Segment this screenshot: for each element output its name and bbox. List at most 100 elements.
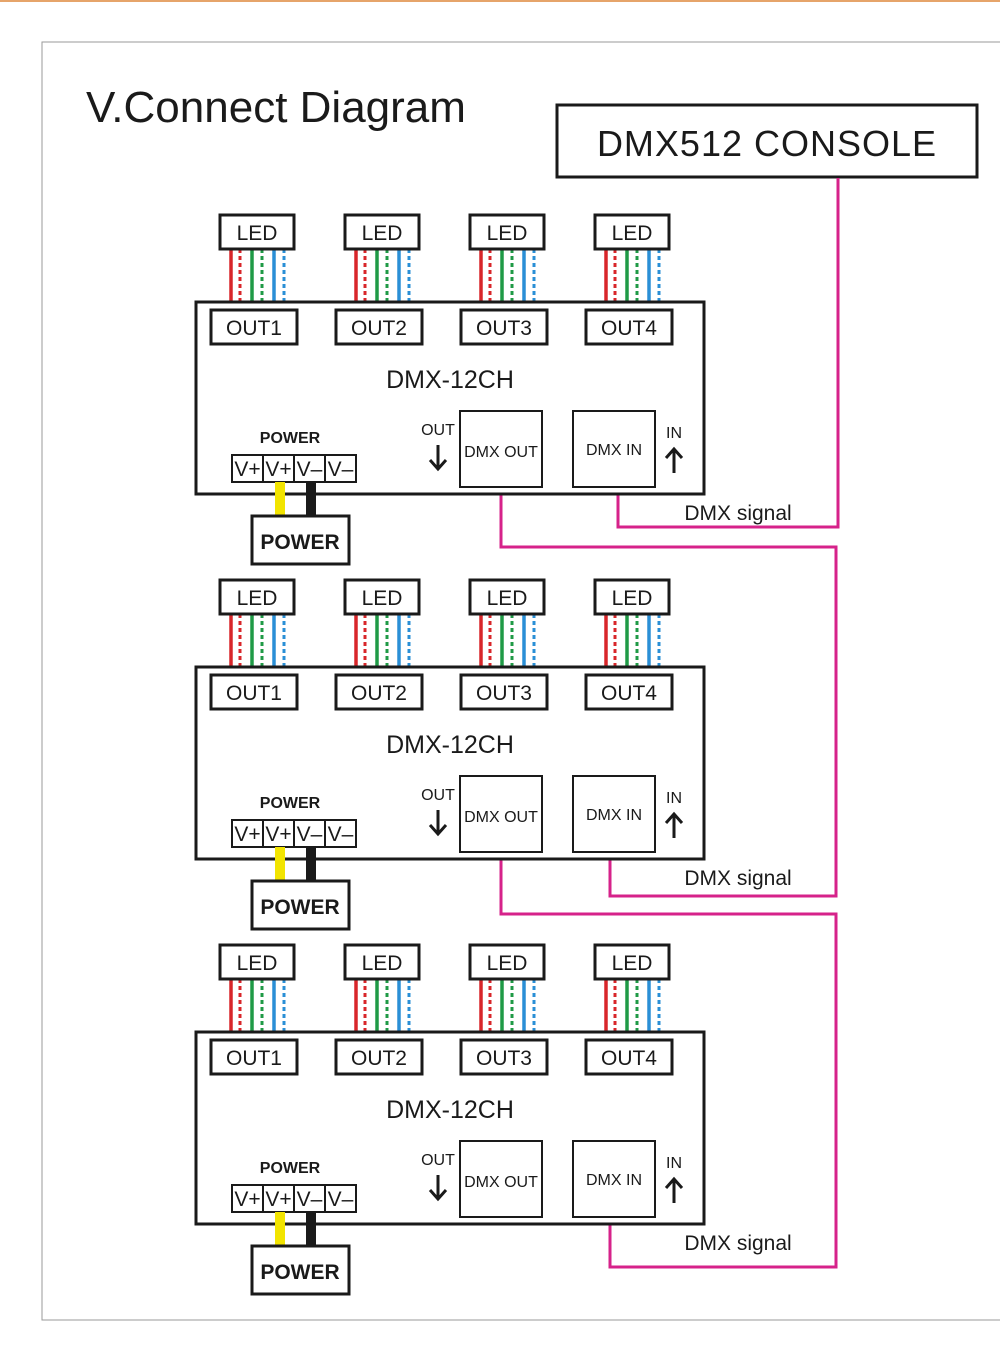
dmx-out-label: DMX OUT [464,809,538,826]
power-terminal-label: V– [328,823,354,846]
led-label: LED [487,952,528,975]
down-arrow-icon [428,1175,448,1202]
led-wires-1 [229,979,286,1040]
led-connector-3 [468,943,546,981]
led-wires-3 [479,979,536,1040]
in-arrow-label: IN [666,1155,682,1172]
power-terminal [231,819,264,848]
power-terminal-label: V+ [265,1188,291,1211]
dmx-in-port [572,775,656,853]
dmx-in-port [572,1140,656,1218]
power-terminal-label: V– [297,458,323,481]
led-wires-3 [479,249,536,310]
output-port-label: OUT2 [351,1047,407,1070]
led-label: LED [362,222,403,245]
power-supply-label: POWER [260,896,339,919]
power-terminal [262,1184,295,1213]
power-terminal [293,819,326,848]
led-connector-1 [218,943,296,981]
output-port-label: OUT4 [601,682,657,705]
top-edge-line [0,0,1000,2]
output-port-3 [459,308,549,346]
output-port-label: OUT3 [476,317,532,340]
power-header: POWER [260,1160,321,1177]
output-port-2 [334,673,424,711]
output-port-label: OUT1 [226,317,282,340]
output-port-1 [209,1038,299,1076]
power-terminal-label: V– [297,1188,323,1211]
output-port-3 [459,673,549,711]
console-to-unit1-wire [616,178,840,529]
dmx-console: DMX512 CONSOLE [555,103,979,179]
output-port-1 [209,308,299,346]
led-label: LED [612,587,653,610]
power-terminal [324,454,357,483]
power-terminal-label: V+ [265,458,291,481]
dmx-out-label: DMX OUT [464,1174,538,1191]
led-connector-2 [343,578,421,616]
output-port-label: OUT1 [226,1047,282,1070]
output-port-label: OUT1 [226,682,282,705]
power-terminal [293,1184,326,1213]
power-terminal [324,1184,357,1213]
power-supply-box [250,514,351,566]
output-port-label: OUT3 [476,1047,532,1070]
led-connector-4 [593,578,671,616]
power-header: POWER [260,795,321,812]
led-label: LED [612,952,653,975]
led-wires-4 [604,614,661,675]
dmx-out-port [459,410,543,488]
dmx-in-port [572,410,656,488]
down-arrow-icon [428,810,448,837]
led-connector-2 [343,213,421,251]
output-port-label: OUT3 [476,682,532,705]
output-port-label: OUT4 [601,317,657,340]
led-wires-4 [604,249,661,310]
dmx-in-label: DMX IN [586,807,642,824]
model-label: DMX-12CH [386,366,514,394]
power-lead-positive [275,847,285,881]
power-header: POWER [260,430,321,447]
model-label: DMX-12CH [386,1096,514,1124]
diagram-title: V.Connect Diagram [86,83,466,132]
led-wires-1 [229,249,286,310]
power-supply-label: POWER [260,1261,339,1284]
unit1-to-unit2-wire [499,487,838,898]
power-terminal [324,819,357,848]
dmx-in-label: DMX IN [586,442,642,459]
power-lead-positive [275,482,285,516]
led-label: LED [487,587,528,610]
power-terminal-label: V– [297,823,323,846]
output-port-4 [584,308,674,346]
output-port-label: OUT2 [351,682,407,705]
dmx-signal-label: DMX signal [684,1232,791,1255]
power-terminal-label: V+ [234,458,260,481]
up-arrow-icon [664,1176,684,1203]
led-label: LED [362,952,403,975]
unit2-to-unit3-wire [499,852,838,1269]
output-port-4 [584,1038,674,1076]
power-terminal-label: V+ [265,823,291,846]
power-terminal [231,454,264,483]
led-connector-2 [343,943,421,981]
dmx-out-port [459,1140,543,1218]
led-label: LED [362,587,403,610]
power-terminal-label: V+ [234,823,260,846]
output-port-label: OUT4 [601,1047,657,1070]
up-arrow-icon [664,446,684,473]
output-port-3 [459,1038,549,1076]
led-label: LED [237,222,278,245]
output-port-4 [584,673,674,711]
led-connector-1 [218,213,296,251]
led-connector-4 [593,943,671,981]
console-label: DMX512 CONSOLE [597,123,937,164]
power-terminal-label: V– [328,458,354,481]
led-connector-1 [218,578,296,616]
led-label: LED [237,952,278,975]
power-lead-negative [306,482,316,516]
led-wires-3 [479,614,536,675]
